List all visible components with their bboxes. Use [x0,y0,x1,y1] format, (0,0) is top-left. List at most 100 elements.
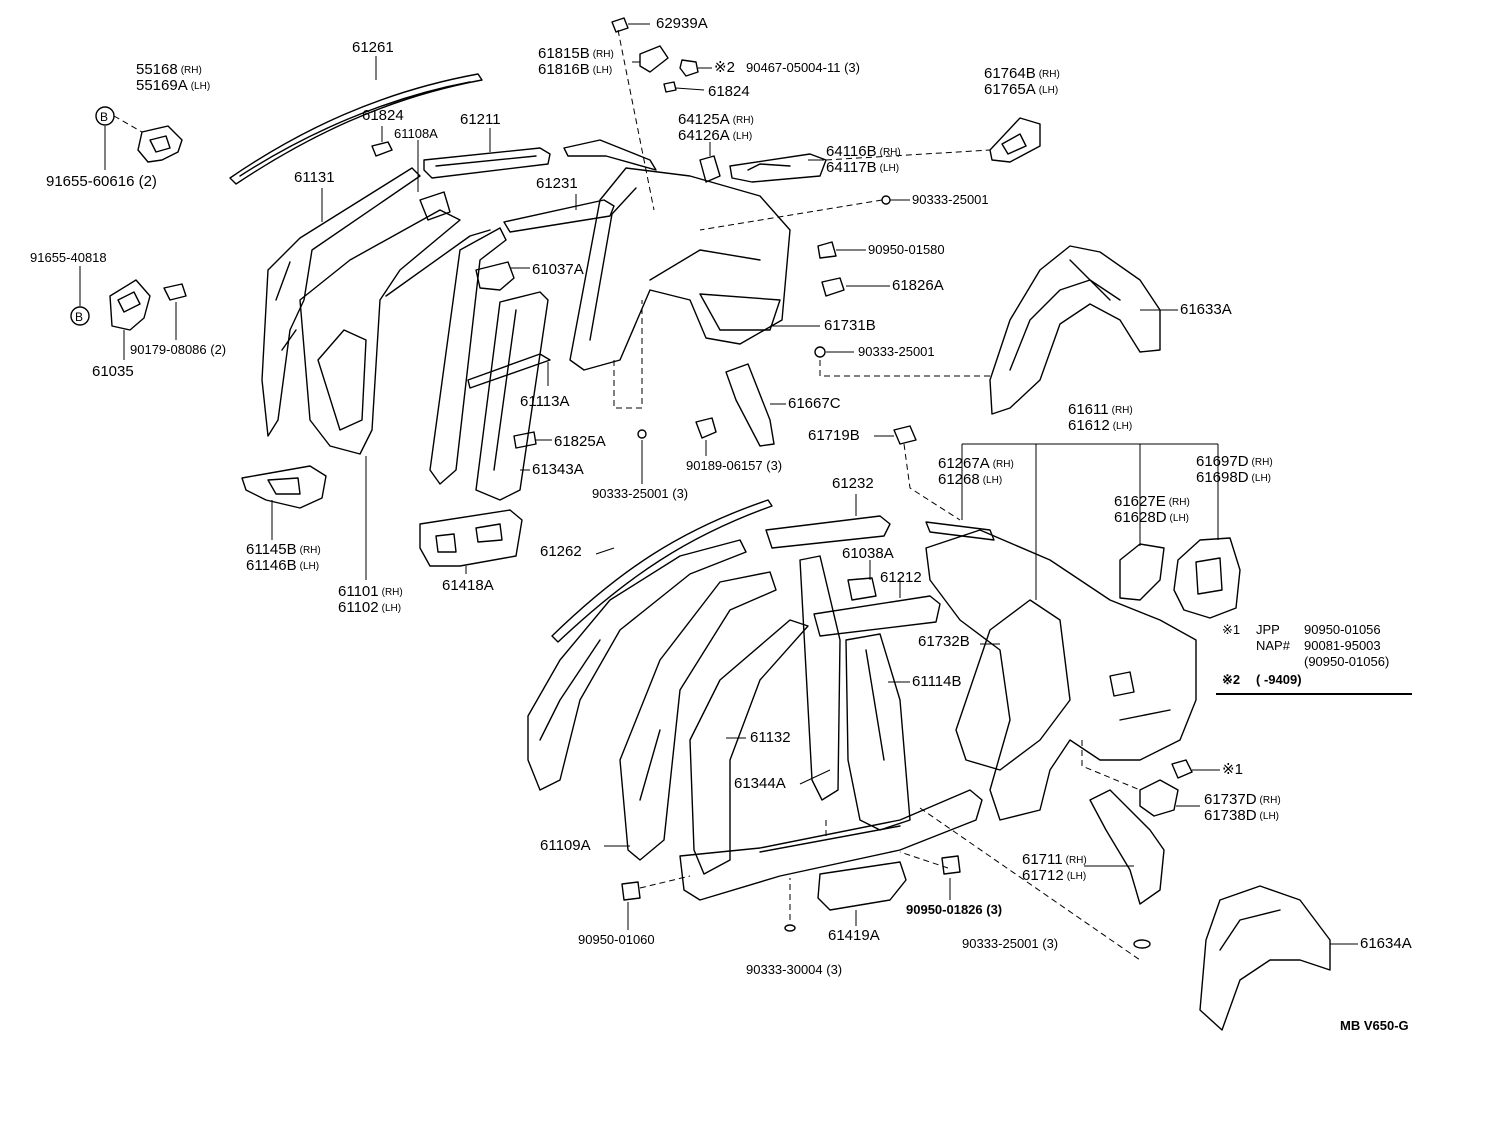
part-61815B-bracket [639,45,669,73]
label-61711-suffix: (RH) [1065,855,1087,866]
label-61697D-num: 61697D [1196,453,1249,470]
part-61212-cross-member [813,595,941,637]
label-61816B-suffix: (LH) [592,65,613,76]
label-64125A-num: 64125A [678,111,730,128]
guide-90333d [919,807,1141,961]
label-90950-01826: 90950-01826 (3) [906,902,1003,917]
label-61102: 61102(LH) [338,600,401,617]
label-90950-01060: 90950-01060 [578,932,655,947]
part-rocker-sill [679,789,983,901]
part-61825A-pad [513,431,537,449]
label-61628D-num: 61628D [1114,509,1167,526]
label-64117B-suffix: (LH) [879,163,900,174]
guide-64116B [825,149,991,161]
label-90189-06157: 90189-06157 (3) [686,458,783,473]
part-90189-clip [695,417,717,439]
label-61343A: 61343A [532,461,584,478]
part-90467-screw [679,59,699,77]
leader-61262 [595,547,615,555]
part-90950-01060-clip [621,881,641,901]
label-64126A: 64126A(LH) [678,128,752,145]
label-61114B: 61114B [912,673,962,690]
label-61816B: 61816B(LH) [538,62,612,79]
label-61267A: 61267A(RH) [938,456,1014,473]
label-61764B-suffix: (RH) [1038,69,1060,80]
label-61764B-num: 61764B [984,65,1036,82]
part-61611-quarter-panel [925,529,1197,821]
mark1-label: ※1 [1222,761,1243,778]
label-61634A: 61634A [1360,935,1412,952]
label-90333-25001-a: 90333-25001 [912,192,989,207]
part-61824-clip-b [663,81,677,93]
part-90950-01580-clip [817,241,837,259]
label-90950-01580: 90950-01580 [868,242,945,257]
label-64117B: 64117B(LH) [826,160,899,177]
label-55169A-suffix: (LH) [190,81,211,92]
label-61697D-suffix: (RH) [1251,457,1273,468]
leader-61611 [961,443,1219,600]
label-61145B-num: 61145B [246,541,297,558]
label-61737D-suffix: (RH) [1259,795,1281,806]
label-61101-suffix: (RH) [381,587,403,598]
label-61611-suffix: (RH) [1111,405,1133,416]
label-61146B-num: 61146B [246,557,297,574]
part-61231-rail [503,199,615,233]
part-61211-cross-member [423,147,551,179]
label-61731B: 61731B [824,317,876,334]
label-61212: 61212 [880,569,922,586]
label-61816B-num: 61816B [538,61,590,78]
part-64116B-bracket [729,153,827,183]
label-61711: 61711(RH) [1022,852,1087,869]
label-61268: 61268(LH) [938,472,1002,489]
label-61145B: 61145B(RH) [246,542,321,559]
leader-61344A [799,769,831,785]
part-61633A-wheelhouse [989,245,1161,415]
label-61737D-num: 61737D [1204,791,1257,808]
guide-b-top [113,115,143,133]
part-61667C-brace [725,363,775,447]
label-61131: 61131 [294,169,335,186]
label-61102-suffix: (LH) [381,603,402,614]
label-61765A: 61765A(LH) [984,82,1058,99]
part-61711-gutter [1089,789,1165,905]
b-marker-lower-circle [70,306,90,326]
label-61418A: 61418A [442,577,494,594]
label-61261: 61261 [352,39,394,56]
label-91655-60616: 91655-60616 (2) [46,173,157,190]
label-64116B-suffix: (RH) [879,147,901,158]
part-61145B-panel [241,465,327,509]
label-61101: 61101(RH) [338,584,403,601]
label-61146B: 61146B(LH) [246,558,319,575]
part-61101-side-body [299,209,491,455]
note1-jpp-label: JPP [1256,622,1280,637]
label-61612: 61612(LH) [1068,418,1132,435]
label-64116B-num: 64116B [826,143,877,160]
label-61612-suffix: (LH) [1112,421,1133,432]
label-61108A: 61108A [394,126,438,141]
part-61035-bracket [109,279,151,331]
label-61732B: 61732B [918,633,970,650]
label-61267A-num: 61267A [938,455,990,472]
label-61113A: 61113A [520,393,570,410]
note2-mark: ※2 [1222,672,1241,687]
label-61145B-suffix: (RH) [299,545,321,556]
label-61738D-num: 61738D [1204,807,1257,824]
label-61719B: 61719B [808,427,860,444]
label-64126A-suffix: (LH) [732,131,753,142]
b-marker-top: B [100,110,109,124]
part-90950-01826-clip [941,855,961,875]
label-64116B: 64116B(RH) [826,144,901,161]
part-61114B-center-pillar [799,555,911,831]
part-61038A-bracket [847,577,877,601]
label-61815B: 61815B(RH) [538,46,614,63]
label-61698D-suffix: (LH) [1251,473,1271,484]
note2-value: ( -9409) [1256,672,1302,687]
part-61037A-pillar-reinforce [475,261,515,291]
figure-code: MB V650-G [1340,1018,1409,1033]
note1-jpp-value: 90950-01056 [1304,622,1381,637]
part-mark1-clip [1171,759,1193,779]
label-61825A: 61825A [554,433,606,450]
part-61109A-pillar [619,571,777,861]
part-61418A-panel [419,509,523,567]
